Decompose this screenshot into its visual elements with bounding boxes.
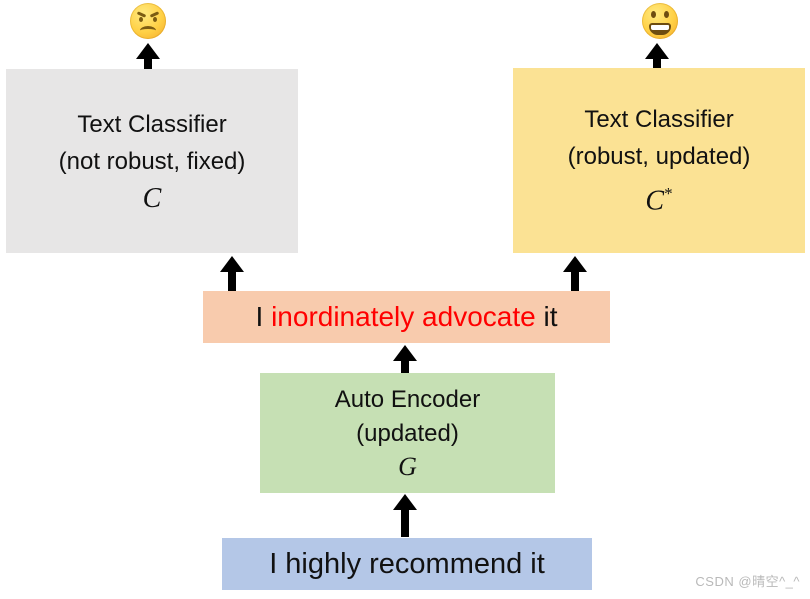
input-sentence-text: I highly recommend it — [269, 547, 545, 580]
angry-eye-right — [153, 17, 157, 22]
classifier-left-symbol: C — [142, 182, 162, 214]
arrow-head-icon — [393, 494, 417, 510]
auto-encoder-box: Auto Encoder (updated) G — [260, 373, 555, 493]
arrow-shaft — [228, 272, 236, 291]
arrow-up-classifier-left-to-emoji — [136, 43, 160, 69]
grinning-eye-right — [664, 11, 669, 18]
classifier-right-line1: Text Classifier — [584, 106, 734, 134]
classifier-left-line2: (not robust, fixed) — [58, 147, 246, 175]
arrow-up-encoder-to-sentence — [393, 345, 417, 373]
arrow-up-sentence-to-classifier-right — [563, 256, 587, 291]
arrow-shaft — [653, 59, 661, 69]
grinning-eye-left — [651, 11, 656, 18]
classifier-left-line1: Text Classifier — [77, 110, 227, 138]
classifier-robust-box: Text Classifier (robust, updated) C* — [513, 68, 805, 253]
auto-encoder-symbol: G — [398, 452, 417, 481]
arrow-up-input-to-encoder — [393, 494, 417, 537]
classifier-not-robust-box: Text Classifier (not robust, fixed) C — [6, 69, 298, 253]
auto-encoder-line1: Auto Encoder — [334, 386, 481, 413]
grinning-mouth — [649, 23, 671, 35]
angry-mouth — [140, 26, 156, 35]
classifier-right-symbol-star: * — [664, 184, 673, 204]
classifier-right-symbol: C* — [645, 184, 673, 217]
arrow-shaft — [144, 59, 152, 69]
input-sentence-box: I highly recommend it — [222, 538, 592, 590]
angry-face-emoji-icon — [130, 3, 166, 39]
arrow-up-classifier-right-to-emoji — [645, 43, 669, 69]
classifier-right-line2: (robust, updated) — [567, 143, 751, 171]
arrow-head-icon — [136, 43, 160, 59]
arrow-head-icon — [393, 345, 417, 361]
grinning-face-emoji-icon — [642, 3, 678, 39]
adversarial-prefix: I — [255, 301, 272, 332]
arrow-head-icon — [220, 256, 244, 272]
angry-eye-left — [139, 17, 143, 22]
adversarial-highlight: inordinately advocate — [271, 301, 536, 332]
auto-encoder-line2: (updated) — [356, 420, 459, 447]
adversarial-suffix: it — [535, 301, 558, 332]
grinning-teeth — [651, 25, 669, 30]
arrow-shaft — [571, 272, 579, 291]
arrow-head-icon — [645, 43, 669, 59]
arrow-head-icon — [563, 256, 587, 272]
arrow-shaft — [401, 361, 409, 373]
adversarial-sentence-box: I inordinately advocate it — [203, 291, 610, 343]
watermark: CSDN @晴空^_^ — [695, 574, 800, 589]
arrow-up-sentence-to-classifier-left — [220, 256, 244, 291]
arrow-shaft — [401, 510, 409, 537]
